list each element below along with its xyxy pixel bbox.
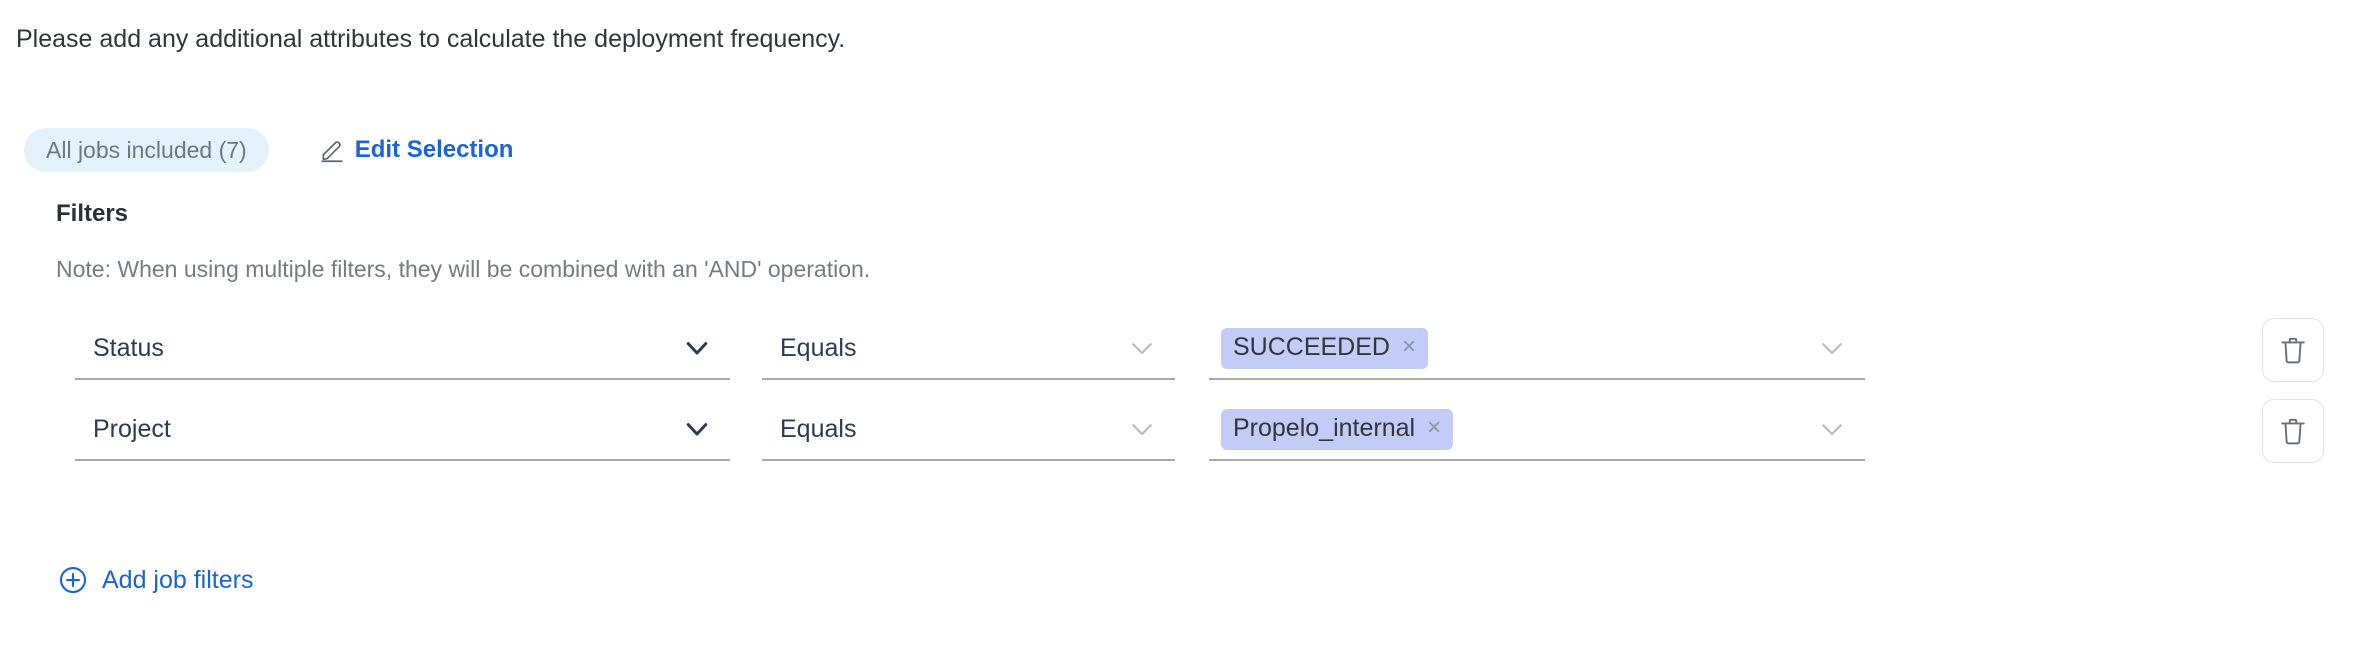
edit-selection-button[interactable]: Edit Selection <box>319 136 514 164</box>
filter-value-chips: Propelo_internal × <box>1209 408 1817 450</box>
trash-icon <box>2281 418 2305 445</box>
chevron-down-icon <box>1822 424 1842 436</box>
value-chip[interactable]: SUCCEEDED × <box>1221 327 1428 369</box>
selection-row: All jobs included (7) Edit Selection <box>24 128 513 172</box>
all-jobs-included-badge[interactable]: All jobs included (7) <box>24 128 269 172</box>
plus-circle-icon <box>59 566 87 594</box>
value-chip-label: Propelo_internal <box>1233 413 1416 442</box>
edit-selection-label: Edit Selection <box>354 136 514 163</box>
filter-value-chips: SUCCEEDED × <box>1209 327 1817 369</box>
filter-attribute-value: Status <box>93 333 164 362</box>
close-icon[interactable]: × <box>1427 414 1442 441</box>
chevron-down-icon <box>686 423 708 436</box>
add-job-filters-button[interactable]: Add job filters <box>58 565 253 595</box>
filters-note: Note: When using multiple filters, they … <box>56 256 871 282</box>
value-chip[interactable]: Propelo_internal × <box>1221 408 1454 450</box>
chevron-down-icon <box>1132 343 1152 355</box>
chevron-down-icon <box>686 342 708 355</box>
add-job-filters-label: Add job filters <box>102 565 254 594</box>
filter-operator-value: Equals <box>780 333 857 362</box>
delete-filter-button[interactable] <box>2262 318 2324 382</box>
filter-attribute-select[interactable]: Project <box>75 399 730 461</box>
chevron-down-icon <box>1822 343 1842 355</box>
filter-value-select[interactable]: Propelo_internal × <box>1209 399 1865 461</box>
close-icon[interactable]: × <box>1401 333 1416 360</box>
filter-attribute-value: Project <box>93 414 171 443</box>
filter-operator-select[interactable]: Equals <box>762 318 1175 380</box>
filter-operator-value: Equals <box>780 414 857 443</box>
delete-filter-button[interactable] <box>2262 399 2324 463</box>
value-chip-label: SUCCEEDED <box>1233 332 1390 361</box>
chevron-down-icon <box>1132 424 1152 436</box>
filter-value-select[interactable]: SUCCEEDED × <box>1209 318 1865 380</box>
filter-operator-select[interactable]: Equals <box>762 399 1175 461</box>
pencil-icon <box>321 141 343 163</box>
filters-heading: Filters <box>56 200 129 227</box>
filter-attribute-select[interactable]: Status <box>75 318 730 380</box>
page-description: Please add any additional attributes to … <box>16 25 846 53</box>
trash-icon <box>2281 337 2305 364</box>
